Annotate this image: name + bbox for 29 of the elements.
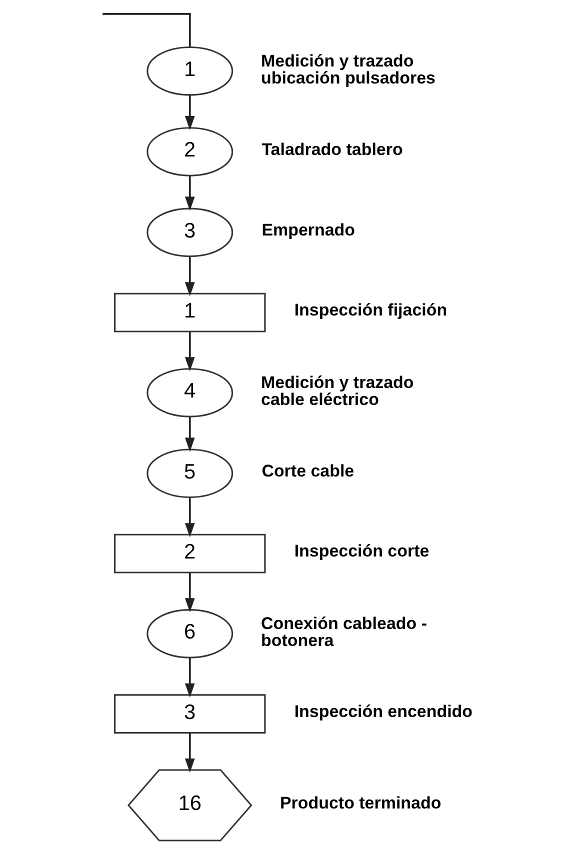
connector bbox=[104, 13, 190, 47]
node-ellipse: 6 bbox=[146, 609, 233, 658]
arrow bbox=[184, 332, 194, 372]
arrow bbox=[184, 256, 194, 296]
arrow bbox=[184, 176, 194, 211]
node-ellipse: 2 bbox=[146, 127, 233, 176]
node-ellipse: 3 bbox=[146, 208, 233, 258]
arrow bbox=[184, 498, 194, 538]
arrow bbox=[184, 733, 194, 773]
node-label: Inspección fijación bbox=[294, 300, 447, 320]
node-ellipse: 5 bbox=[146, 448, 233, 498]
node-label: Inspección corte bbox=[294, 542, 429, 561]
arrow bbox=[184, 572, 194, 612]
node-label: Medición y trazado ubicación pulsadores bbox=[260, 51, 435, 88]
node-label: Empernado bbox=[261, 220, 355, 240]
node-label: Conexión cableado - botonera bbox=[260, 614, 426, 650]
node-label: Inspección encendido bbox=[294, 702, 472, 721]
node-label: Medición y trazado cable eléctrico bbox=[260, 373, 414, 409]
node-ellipse: 4 bbox=[146, 368, 233, 418]
node-box: 1 bbox=[114, 292, 266, 332]
arrow bbox=[184, 658, 194, 698]
node-box: 2 bbox=[114, 534, 266, 574]
node-label: Producto terminado bbox=[279, 793, 441, 812]
arrow bbox=[184, 417, 194, 452]
node-label: Corte cable bbox=[261, 462, 354, 481]
arrow bbox=[184, 95, 194, 130]
node-box: 3 bbox=[114, 694, 266, 734]
node-ellipse: 1 bbox=[146, 46, 233, 96]
node-label: Taladrado tablero bbox=[261, 140, 402, 159]
